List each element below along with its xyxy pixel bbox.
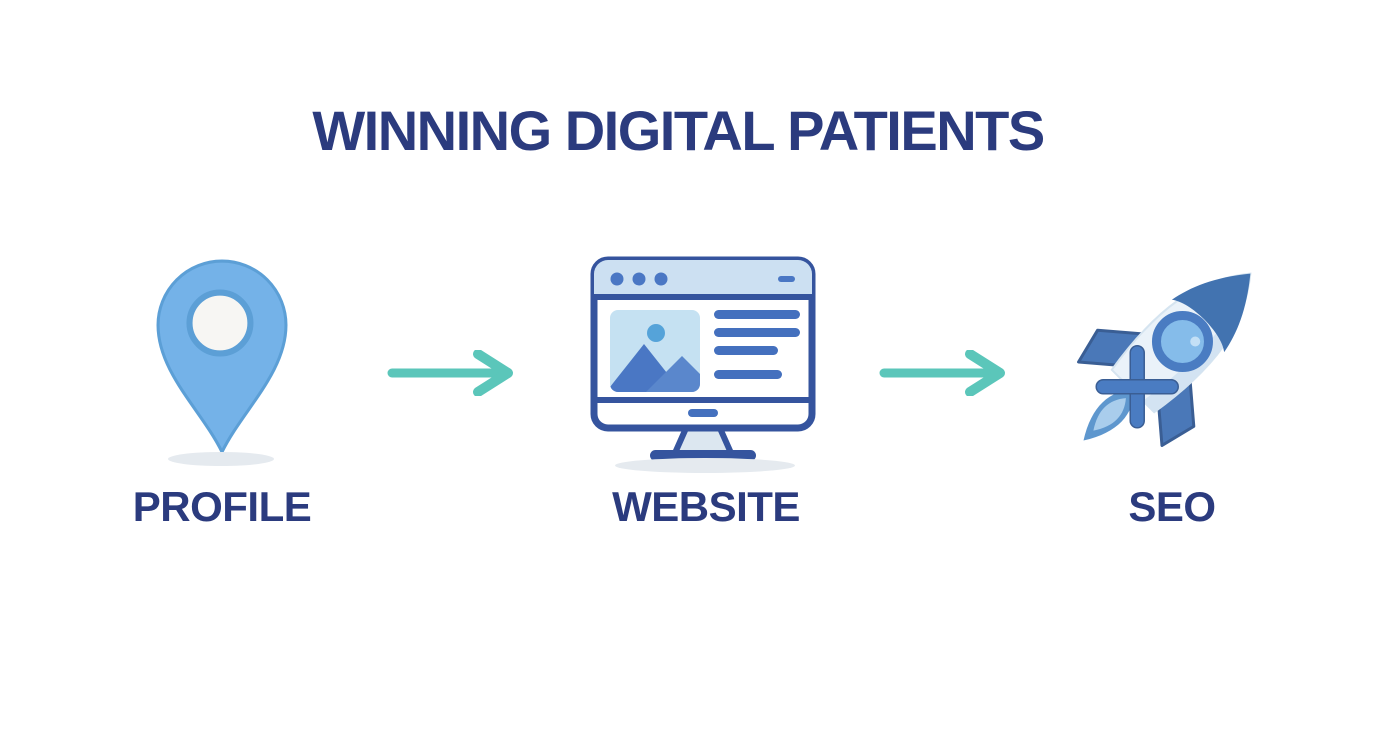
step-label-seo: SEO [1128, 483, 1216, 530]
browser-monitor-icon [590, 256, 820, 471]
monitor-shadow [615, 458, 795, 473]
arrow-right-icon [876, 349, 1012, 401]
location-pin-icon [150, 256, 294, 459]
pin-shadow [168, 452, 274, 466]
step-label-profile: PROFILE [132, 483, 312, 530]
arrow-right-icon [384, 349, 520, 401]
rocket-icon [1062, 242, 1284, 469]
page-title: WINNING DIGITAL PATIENTS [312, 99, 1045, 162]
step-label-website: WEBSITE [612, 483, 800, 530]
